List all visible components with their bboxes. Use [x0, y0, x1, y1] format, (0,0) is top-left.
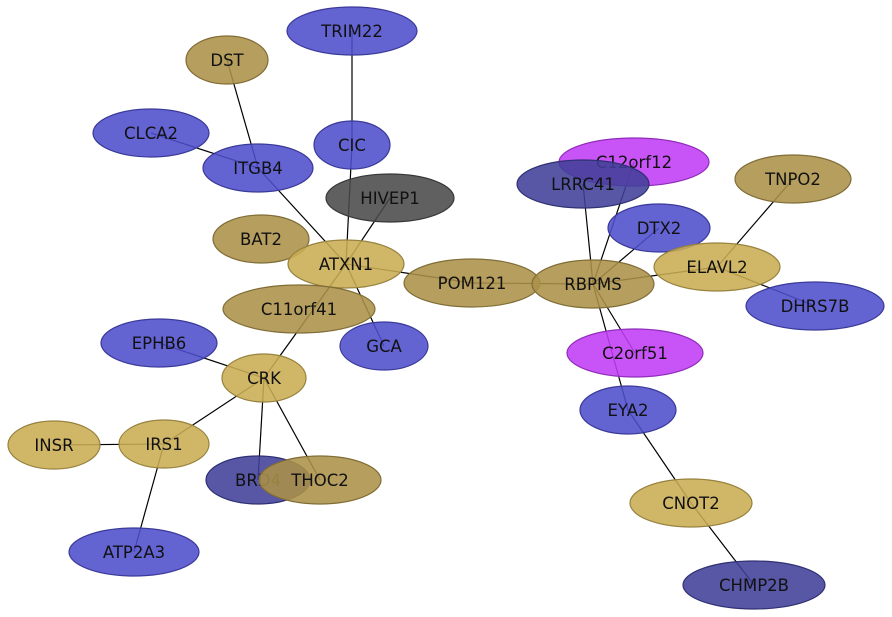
node-label-dhrs7b: DHRS7B — [781, 297, 850, 316]
node-tnpo2[interactable]: TNPO2 — [734, 154, 852, 204]
node-label-atp2a3: ATP2A3 — [103, 543, 165, 562]
node-bat2[interactable]: BAT2 — [212, 214, 310, 264]
node-eya2[interactable]: EYA2 — [579, 385, 677, 435]
node-ellipse-c11orf41 — [222, 284, 376, 334]
node-label-cic: CIC — [338, 136, 366, 155]
node-label-c2orf51: C2orf51 — [602, 344, 668, 363]
node-atxn1[interactable]: ATXN1 — [287, 239, 405, 289]
node-gca[interactable]: GCA — [339, 321, 429, 371]
node-ellipse-insr — [7, 420, 101, 470]
node-label-tnpo2: TNPO2 — [764, 170, 821, 189]
node-irs1[interactable]: IRS1 — [118, 419, 210, 469]
node-elavl2[interactable]: ELAVL2 — [653, 242, 781, 292]
node-ellipse-ephb6 — [100, 318, 218, 368]
node-ellipse-thoc2 — [258, 455, 382, 505]
node-label-lrrc41: LRRC41 — [551, 175, 615, 194]
node-ellipse-crk — [221, 353, 307, 403]
node-pom121[interactable]: POM121 — [403, 258, 541, 308]
node-trim22[interactable]: TRIM22 — [286, 6, 418, 56]
node-ellipse-gca — [339, 321, 429, 371]
node-label-rbpms: RBPMS — [564, 275, 621, 294]
node-dtx2[interactable]: DTX2 — [607, 203, 711, 253]
node-label-bat2: BAT2 — [240, 230, 282, 249]
node-ephb6[interactable]: EPHB6 — [100, 318, 218, 368]
node-ellipse-atp2a3 — [68, 527, 200, 577]
node-hivep1[interactable]: HIVEP1 — [325, 173, 455, 223]
node-label-hivep1: HIVEP1 — [360, 189, 419, 208]
node-rbpms[interactable]: RBPMS — [531, 259, 655, 309]
node-c2orf51[interactable]: C2orf51 — [566, 328, 704, 378]
node-ellipse-bat2 — [212, 214, 310, 264]
node-itgb4[interactable]: ITGB4 — [202, 143, 314, 193]
node-label-chmp2b: CHMP2B — [719, 576, 789, 595]
node-ellipse-cic — [313, 120, 391, 170]
node-label-eya2: EYA2 — [607, 401, 648, 420]
node-ellipse-lrrc41 — [516, 159, 650, 209]
node-atp2a3[interactable]: ATP2A3 — [68, 527, 200, 577]
node-clca2[interactable]: CLCA2 — [92, 108, 210, 158]
node-lrrc41[interactable]: LRRC41 — [516, 159, 650, 209]
node-label-trim22: TRIM22 — [320, 22, 383, 41]
node-ellipse-itgb4 — [202, 143, 314, 193]
node-label-gca: GCA — [366, 337, 402, 356]
node-c11orf41[interactable]: C11orf41 — [222, 284, 376, 334]
node-dst[interactable]: DST — [185, 35, 269, 85]
node-label-thoc2: THOC2 — [290, 471, 349, 490]
node-ellipse-cnot2 — [629, 478, 753, 528]
node-cic[interactable]: CIC — [313, 120, 391, 170]
node-label-elavl2: ELAVL2 — [686, 258, 747, 277]
node-ellipse-tnpo2 — [734, 154, 852, 204]
node-ellipse-eya2 — [579, 385, 677, 435]
node-label-crk: CRK — [247, 369, 282, 388]
node-cnot2[interactable]: CNOT2 — [629, 478, 753, 528]
node-chmp2b[interactable]: CHMP2B — [682, 560, 826, 610]
node-label-ephb6: EPHB6 — [132, 334, 187, 353]
node-ellipse-clca2 — [92, 108, 210, 158]
node-ellipse-rbpms — [531, 259, 655, 309]
node-label-cnot2: CNOT2 — [662, 494, 719, 513]
node-label-pom121: POM121 — [438, 274, 507, 293]
node-ellipse-dhrs7b — [745, 281, 885, 331]
node-label-dst: DST — [210, 51, 244, 70]
node-insr[interactable]: INSR — [7, 420, 101, 470]
node-dhrs7b[interactable]: DHRS7B — [745, 281, 885, 331]
node-ellipse-c2orf51 — [566, 328, 704, 378]
node-ellipse-atxn1 — [287, 239, 405, 289]
node-label-insr: INSR — [34, 436, 73, 455]
node-ellipse-dtx2 — [607, 203, 711, 253]
node-label-atxn1: ATXN1 — [319, 255, 373, 274]
node-label-clca2: CLCA2 — [124, 124, 178, 143]
node-ellipse-trim22 — [286, 6, 418, 56]
node-label-dtx2: DTX2 — [637, 219, 682, 238]
node-thoc2[interactable]: THOC2 — [258, 455, 382, 505]
node-ellipse-chmp2b — [682, 560, 826, 610]
node-label-c11orf41: C11orf41 — [261, 300, 337, 319]
node-crk[interactable]: CRK — [221, 353, 307, 403]
node-label-itgb4: ITGB4 — [233, 159, 283, 178]
node-ellipse-elavl2 — [653, 242, 781, 292]
node-ellipse-hivep1 — [325, 173, 455, 223]
node-ellipse-dst — [185, 35, 269, 85]
node-ellipse-irs1 — [118, 419, 210, 469]
node-label-irs1: IRS1 — [145, 435, 182, 454]
